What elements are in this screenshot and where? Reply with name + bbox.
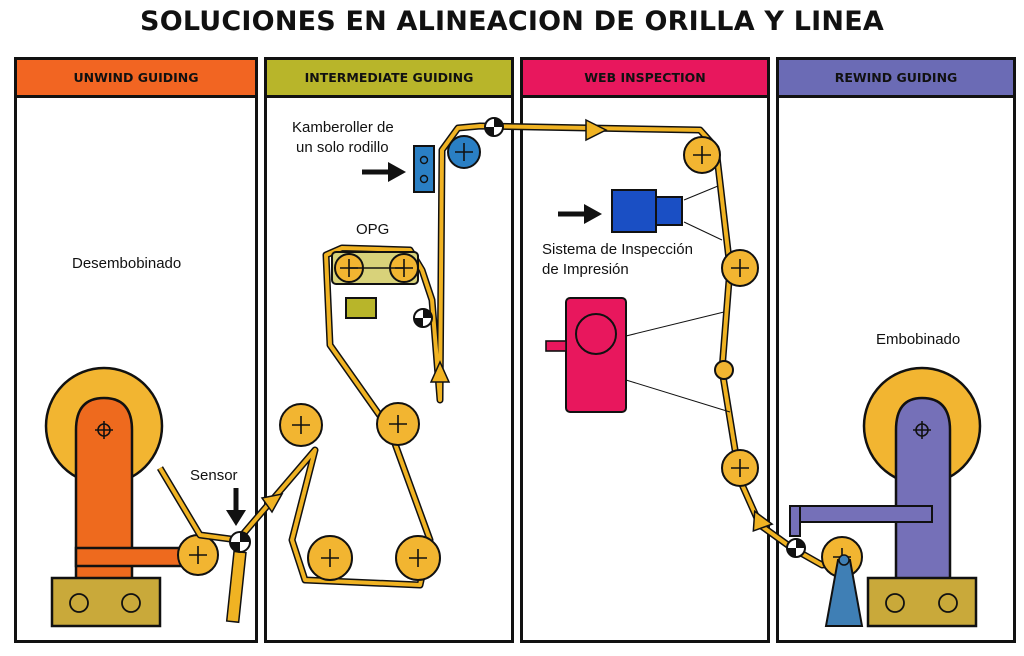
- label-opg: OPG: [356, 221, 390, 238]
- intermediate-rollers: [279, 402, 441, 581]
- panel-header-label: WEB INSPECTION: [584, 70, 706, 85]
- inspection-camera: [611, 189, 683, 233]
- web-direction-arrow: [752, 509, 774, 533]
- panel-header-inspection: WEB INSPECTION: [523, 60, 767, 98]
- unwind-sensor: [229, 531, 251, 553]
- panel-web-inspection: WEB INSPECTION: [520, 57, 770, 643]
- camera-view-lines: [625, 185, 731, 413]
- sensor-arrow: [226, 488, 246, 526]
- opg-guide: [331, 251, 419, 319]
- unwind-base: [50, 576, 162, 628]
- label-inspeccion-line1: Sistema de Inspección: [542, 241, 693, 258]
- web-direction-arrow: [429, 360, 451, 383]
- label-kamberoller-line1: Kamberoller de: [292, 119, 394, 136]
- rewind-sensor: [786, 538, 806, 558]
- inspection-rollers: [683, 136, 759, 487]
- label-inspeccion-line2: de Impresión: [542, 261, 629, 278]
- unwind-stand: [74, 396, 208, 582]
- panel-header-rewind: REWIND GUIDING: [779, 60, 1013, 98]
- label-desembobinado: Desembobinado: [72, 255, 182, 272]
- opg-sensor: [413, 308, 433, 328]
- diagram-title: SOLUCIONES EN ALINEACION DE ORILLA Y LIN…: [140, 6, 884, 37]
- panel-header-unwind: UNWIND GUIDING: [17, 60, 255, 98]
- blue-steering-roller: [447, 135, 481, 169]
- label-embobinado: Embobinado: [876, 331, 961, 348]
- rewind-sensor-arm: [789, 505, 933, 537]
- strobe-light: [545, 297, 627, 413]
- label-sensor: Sensor: [190, 467, 238, 484]
- rewind-base: [866, 576, 978, 628]
- panel-header-label: UNWIND GUIDING: [73, 70, 199, 85]
- web-edge-strip: [225, 550, 247, 624]
- rewind-guide-pedestal: [824, 554, 864, 627]
- panel-header-label: REWIND GUIDING: [834, 70, 958, 85]
- panel-unwind-guiding: UNWIND GUIDING: [14, 57, 258, 643]
- web-direction-arrow: [260, 492, 284, 514]
- kamberoller: [413, 145, 435, 193]
- label-kamberoller-line2: un solo rodillo: [296, 139, 389, 156]
- top-sensor: [484, 117, 504, 137]
- rewind-stand: [894, 396, 952, 582]
- web-path-fill: [158, 124, 861, 587]
- panel-header-label: INTERMEDIATE GUIDING: [304, 70, 474, 85]
- unwind-idler-roller: [177, 534, 219, 576]
- kamberoller-arrow: [362, 162, 406, 182]
- camera-arrow: [558, 204, 602, 224]
- web-direction-arrow: [585, 118, 608, 142]
- panel-header-intermediate: INTERMEDIATE GUIDING: [267, 60, 511, 98]
